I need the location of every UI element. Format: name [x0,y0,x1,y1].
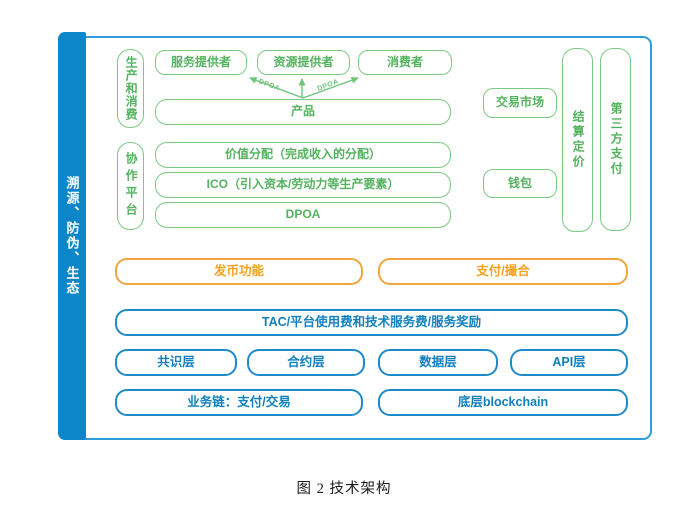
node-service-provider: 服务提供者 [155,50,247,75]
node-wallet: 钱包 [483,169,557,198]
node-tac-fees: TAC/平台使用费和技术服务费/服务奖励 [115,309,628,336]
node-consensus-layer: 共识层 [115,349,237,376]
node-dpoa: DPOA [155,202,451,228]
node-value-distribution: 价值分配（完成收入的分配） [155,142,451,168]
node-product: 产品 [155,99,451,125]
node-coin-issue-function: 发币功能 [115,258,363,285]
node-business-chain: 业务链：支付/交易 [115,389,363,416]
side-banner-label: 溯源、防伪、生态 [64,176,80,296]
group-collaboration-platform-label: 协作平台 [124,152,139,220]
node-consumer: 消费者 [358,50,452,75]
node-base-blockchain: 底层blockchain [378,389,628,416]
group-collaboration-platform: 协作平台 [117,142,144,230]
side-banner: 溯源、防伪、生态 [58,32,86,440]
figure-caption: 图 2 技术架构 [296,481,392,497]
node-resource-provider: 资源提供者 [257,50,350,75]
node-contract-layer: 合约层 [247,349,365,376]
node-trading-market: 交易市场 [483,88,557,118]
node-settlement-pricing: 结算定价 [562,48,593,232]
node-payment-matching: 支付/撮合 [378,258,628,285]
group-production-consumption: 生产和消费 [117,49,144,128]
node-data-layer: 数据层 [378,349,498,376]
node-ico: ICO（引入资本/劳动力等生产要素） [155,172,451,198]
group-production-consumption-label: 生产和消费 [124,56,139,121]
node-api-layer: API层 [510,349,628,376]
node-third-party-payment: 第三方支付 [600,48,631,231]
